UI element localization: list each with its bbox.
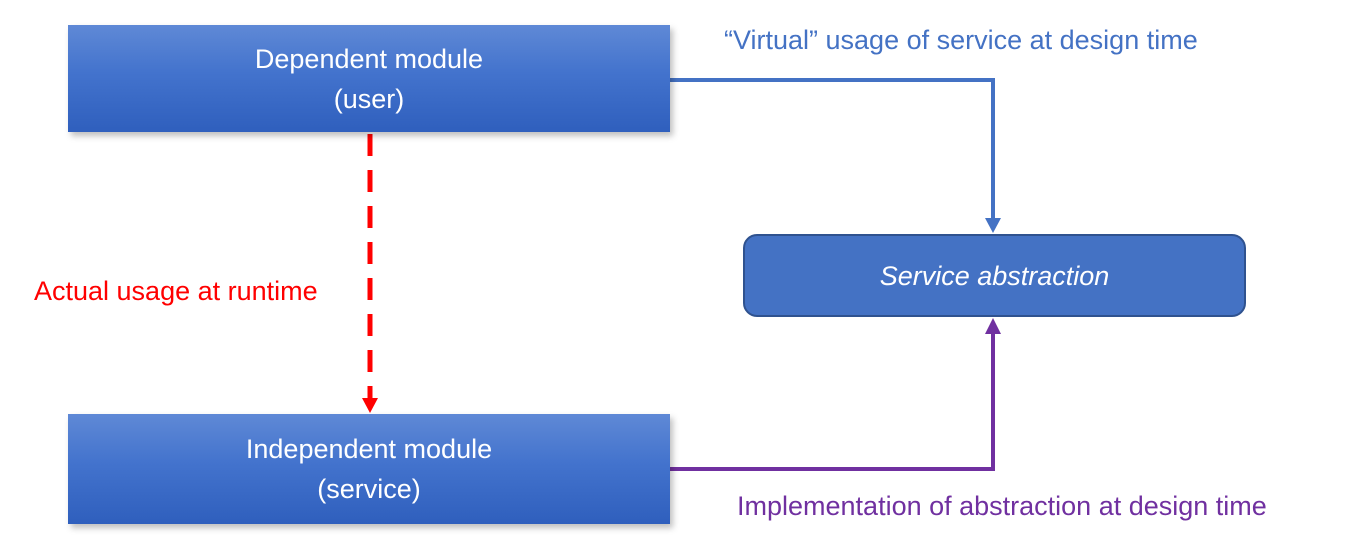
virtual-usage-arrow bbox=[670, 78, 995, 222]
actual-usage-label: Actual usage at runtime bbox=[34, 276, 318, 306]
runtime-usage-arrowhead bbox=[362, 398, 378, 413]
dependent-module-title: Dependent module bbox=[254, 43, 484, 74]
service-abstraction-label: Service abstraction bbox=[879, 260, 1110, 291]
independent-module-title: Independent module bbox=[245, 434, 493, 464]
implementation-arrowhead bbox=[985, 318, 1001, 334]
implementation-arrow bbox=[670, 333, 995, 471]
virtual-usage-arrowhead bbox=[985, 218, 1001, 233]
implementation-label: Implementation of abstraction at design … bbox=[737, 491, 1267, 521]
dependent-module-box: Dependent module (user) bbox=[68, 25, 670, 132]
independent-module-box: Independent module (service) bbox=[68, 414, 670, 524]
dependent-module-role: (user) bbox=[333, 83, 405, 114]
virtual-usage-label: “Virtual” usage of service at design tim… bbox=[724, 25, 1198, 55]
service-abstraction-box: Service abstraction bbox=[743, 234, 1246, 317]
independent-module-role: (service) bbox=[317, 474, 421, 504]
